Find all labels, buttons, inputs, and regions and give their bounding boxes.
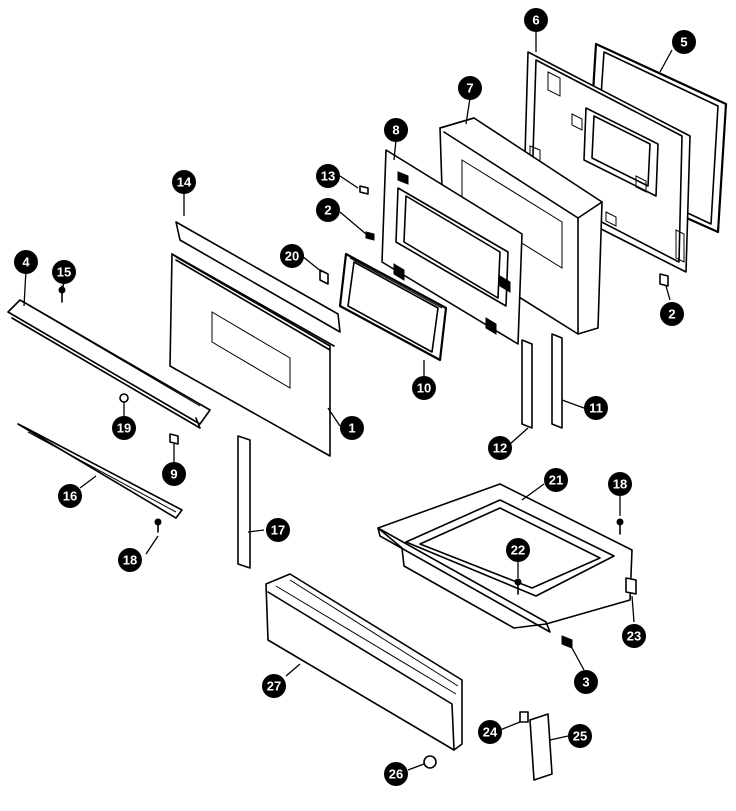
callout-17-label: 17 bbox=[271, 523, 285, 538]
callout-5-label: 5 bbox=[680, 35, 687, 50]
callout-22: 22 bbox=[506, 538, 530, 562]
callout-19: 19 bbox=[112, 416, 136, 440]
callout-21: 21 bbox=[544, 468, 568, 492]
callout-25: 25 bbox=[568, 724, 592, 748]
callout-21-label: 21 bbox=[549, 473, 563, 488]
callout-22-label: 22 bbox=[511, 543, 525, 558]
callout-18b: 18 bbox=[608, 472, 632, 496]
callout-16-label: 16 bbox=[63, 489, 77, 504]
part-8-inner-door-frame bbox=[381, 149, 523, 345]
part-22-screw bbox=[514, 578, 522, 595]
callout-7-label: 7 bbox=[466, 81, 473, 96]
callout-2a: 2 bbox=[316, 198, 340, 222]
callout-18b-label: 18 bbox=[613, 477, 627, 492]
callout-12: 12 bbox=[488, 436, 512, 460]
callout-11-label: 11 bbox=[589, 401, 603, 416]
callout-14-label: 14 bbox=[177, 175, 192, 190]
part-4-rail bbox=[7, 299, 211, 429]
callout-13-label: 13 bbox=[321, 169, 335, 184]
callout-11: 11 bbox=[584, 396, 608, 420]
part-25-side-panel bbox=[529, 713, 553, 781]
part-20-bracket bbox=[319, 269, 329, 285]
part-2-clip-upper bbox=[365, 231, 375, 241]
part-18-screw-left bbox=[154, 518, 162, 533]
part-19-screw bbox=[119, 393, 129, 403]
part-9-clip bbox=[169, 433, 179, 445]
callout-8: 8 bbox=[384, 118, 408, 142]
part-11-side-strip bbox=[551, 333, 563, 429]
callout-19-label: 19 bbox=[117, 421, 131, 436]
callout-27-label: 27 bbox=[267, 679, 281, 694]
callout-10: 10 bbox=[412, 376, 436, 400]
callout-26: 26 bbox=[384, 762, 408, 786]
callout-17: 17 bbox=[266, 518, 290, 542]
callout-12-label: 12 bbox=[493, 441, 507, 456]
callout-14: 14 bbox=[172, 170, 196, 194]
part-14-trim-strip bbox=[175, 221, 341, 333]
part-24-clip bbox=[519, 711, 529, 723]
part-3-clip bbox=[561, 635, 573, 649]
callout-2b-label: 2 bbox=[668, 307, 675, 322]
callout-3-label: 3 bbox=[582, 675, 589, 690]
callout-8-label: 8 bbox=[392, 123, 399, 138]
part-17-vertical-strip bbox=[237, 435, 251, 569]
callout-24: 24 bbox=[478, 720, 502, 744]
callout-20: 20 bbox=[280, 244, 304, 268]
callout-24-label: 24 bbox=[483, 725, 498, 740]
callout-20-label: 20 bbox=[285, 249, 299, 264]
leader-lines bbox=[23, 32, 673, 771]
callout-4: 4 bbox=[14, 250, 38, 274]
part-12-side-strip bbox=[521, 339, 533, 429]
callout-10-label: 10 bbox=[417, 381, 431, 396]
callout-23-label: 23 bbox=[627, 629, 641, 644]
part-13-clip bbox=[359, 185, 369, 195]
callout-3: 3 bbox=[574, 670, 598, 694]
callout-15: 15 bbox=[52, 260, 76, 284]
callout-18a: 18 bbox=[118, 548, 142, 572]
callout-27: 27 bbox=[262, 674, 286, 698]
part-15-screw bbox=[58, 285, 66, 303]
part-23-bracket bbox=[625, 577, 637, 595]
part-16-lower-rail bbox=[17, 423, 183, 519]
part-26-knob bbox=[423, 755, 437, 769]
callout-1-label: 1 bbox=[348, 421, 355, 436]
part-6-inner-door-panel bbox=[523, 51, 691, 273]
callout-9: 9 bbox=[162, 462, 186, 486]
callout-2b: 2 bbox=[660, 302, 684, 326]
callout-5: 5 bbox=[672, 30, 696, 54]
part-1-outer-door-panel bbox=[169, 253, 335, 457]
callout-6: 6 bbox=[524, 8, 548, 32]
callout-6-label: 6 bbox=[532, 13, 539, 28]
callout-2a-label: 2 bbox=[324, 203, 331, 218]
callout-13: 13 bbox=[316, 164, 340, 188]
part-10-window-frame bbox=[338, 252, 448, 362]
callout-9-label: 9 bbox=[170, 467, 177, 482]
callout-23: 23 bbox=[622, 624, 646, 648]
part-21-drawer-body bbox=[377, 483, 633, 633]
part-18-screw-right bbox=[616, 518, 624, 535]
callout-25-label: 25 bbox=[573, 729, 587, 744]
callout-26-label: 26 bbox=[389, 767, 403, 782]
callout-15-label: 15 bbox=[57, 265, 71, 280]
callout-4-label: 4 bbox=[22, 255, 30, 270]
callout-7: 7 bbox=[458, 76, 482, 100]
callout-1: 1 bbox=[340, 416, 364, 440]
part-2-clip-lower bbox=[659, 273, 669, 287]
callout-18a-label: 18 bbox=[123, 553, 137, 568]
callout-16: 16 bbox=[58, 484, 82, 508]
part-27-drawer-front bbox=[265, 573, 463, 751]
